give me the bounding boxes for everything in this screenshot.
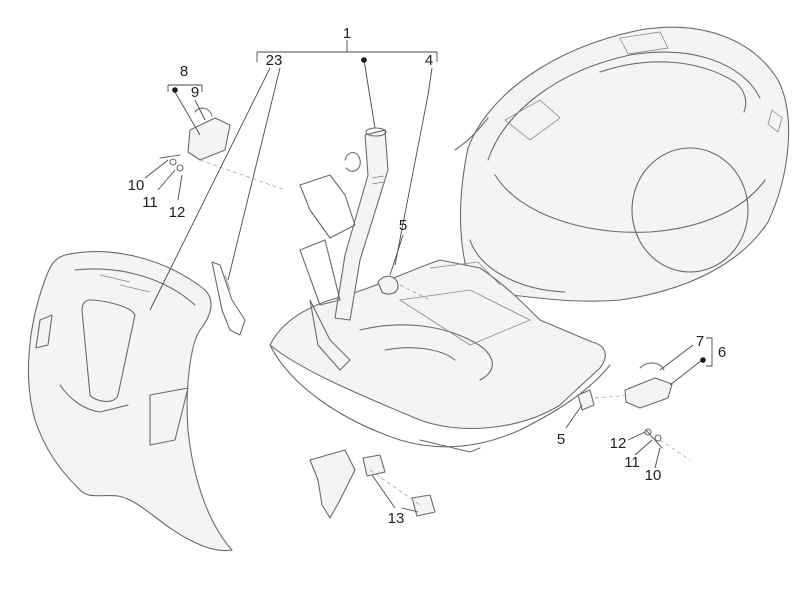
bracket-assembly-right (624, 362, 673, 449)
callout-23: 23 (266, 52, 283, 69)
dot-8 (172, 87, 178, 93)
callout-5-top: 5 (399, 217, 407, 234)
lower-spoiler (309, 449, 356, 519)
dot-1 (361, 57, 367, 63)
callout-6: 6 (718, 344, 726, 361)
callout-12-right: 12 (610, 435, 627, 452)
callout-1: 1 (343, 25, 351, 42)
scooter-body-shell (454, 26, 790, 302)
dot-6 (700, 357, 706, 363)
callout-10-left: 10 (128, 177, 145, 194)
callout-11-right: 11 (624, 454, 640, 471)
callout-11-left: 11 (142, 194, 158, 211)
callout-8: 8 (180, 63, 188, 80)
callout-10-right: 10 (645, 467, 662, 484)
callout-4: 4 (425, 52, 433, 69)
callout-9: 9 (191, 84, 199, 101)
callout-12-left: 12 (169, 204, 186, 221)
callout-5-bottom: 5 (557, 431, 565, 448)
footboard-frame (269, 259, 611, 453)
bracket-assembly-left (159, 107, 231, 172)
callout-13: 13 (388, 510, 405, 527)
front-leg-shield (27, 251, 233, 552)
anchor-dots (172, 57, 706, 363)
callout-labels: 1 23 4 8 9 10 11 12 5 7 6 5 12 11 10 13 (128, 25, 727, 527)
callout-7: 7 (696, 333, 704, 350)
horn-bracket (211, 261, 246, 336)
alignment-lines (199, 159, 691, 506)
rubber-pads (362, 454, 436, 517)
steering-column (299, 127, 389, 371)
leader-lines (144, 40, 713, 513)
